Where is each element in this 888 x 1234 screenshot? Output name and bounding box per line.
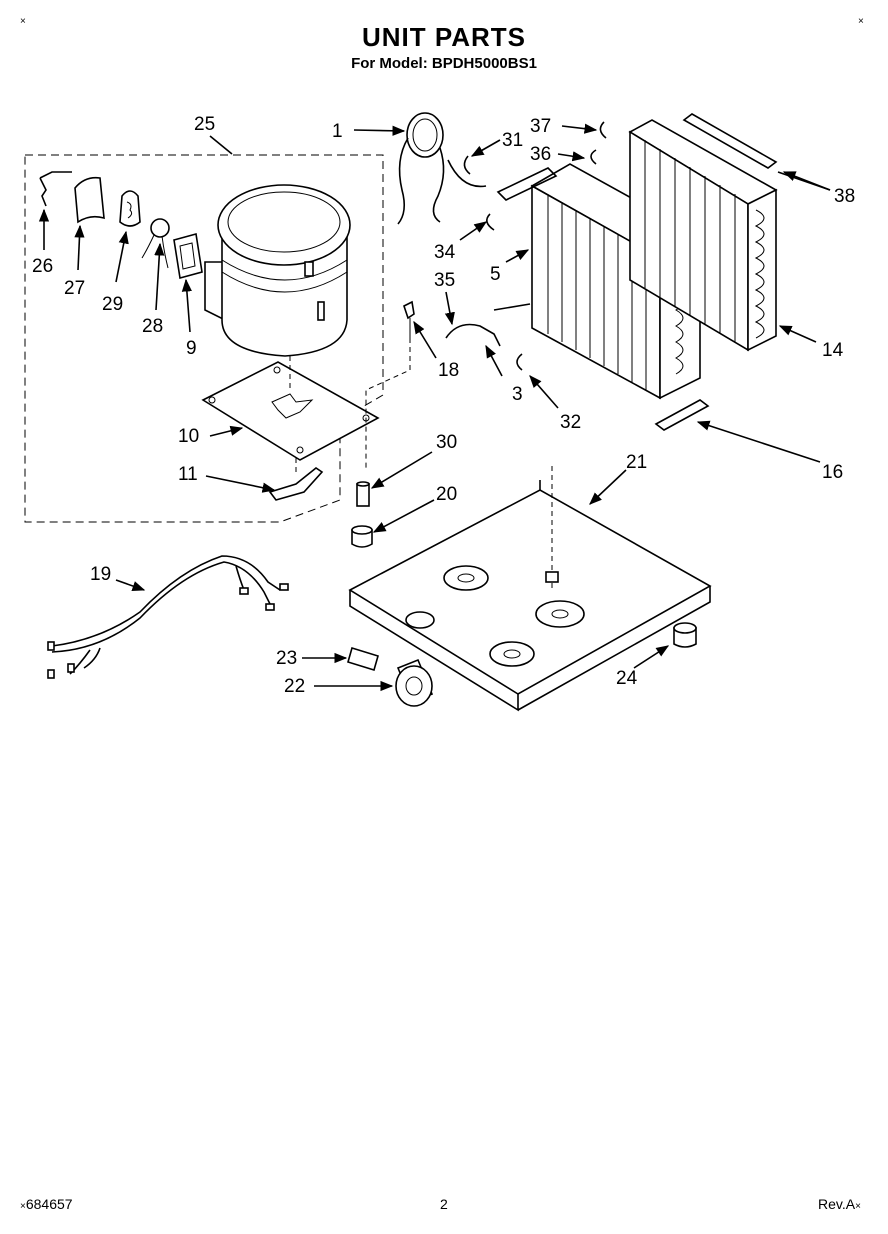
footer-mark: ×: [855, 1201, 861, 1212]
part-31-clip: [463, 155, 471, 175]
callout-29: 29: [102, 294, 123, 315]
part-16-bar: [654, 399, 710, 431]
callout-9: 9: [186, 338, 197, 359]
part-14-evaporator: [628, 119, 778, 352]
page-number: 2: [440, 1196, 448, 1212]
callout-10: 10: [178, 426, 199, 447]
part-27-cover: [74, 176, 105, 224]
callout-22: 22: [284, 676, 305, 697]
revision-label: Rev.A×: [818, 1196, 861, 1212]
callout-30: 30: [436, 432, 457, 453]
part-3-capillary: [445, 323, 501, 347]
callout-21: 21: [626, 452, 647, 473]
part-26-clip: [39, 171, 72, 207]
callout-11: 11: [178, 464, 198, 485]
part-19-wire-harness: [47, 555, 289, 679]
part-1-tube: [397, 112, 487, 225]
callout-24: 24: [616, 668, 638, 689]
registration-mark-top-left: ×: [20, 16, 26, 27]
part-18-screw: [403, 300, 415, 320]
callout-25: 25: [194, 114, 215, 135]
part-38-bar: [682, 113, 778, 169]
part-21-base-pan: [348, 466, 712, 712]
callout-23: 23: [276, 648, 297, 669]
callout-38: 38: [834, 186, 855, 207]
callout-28: 28: [142, 316, 163, 337]
callout-14: 14: [822, 340, 844, 361]
part-34-clip: [486, 213, 495, 231]
callout-27: 27: [64, 278, 85, 299]
part-23-bushing: [347, 646, 379, 672]
callout-1: 1: [332, 121, 343, 142]
part-9-gasket: [173, 232, 203, 280]
part-11-bracket: [268, 467, 324, 501]
callout-3: 3: [512, 384, 523, 405]
callout-19: 19: [90, 564, 111, 585]
callout-34: 34: [434, 242, 456, 263]
compressor-part: [204, 184, 351, 357]
callout-26: 26: [32, 256, 53, 277]
callout-5: 5: [490, 264, 501, 285]
callout-32: 32: [560, 412, 581, 433]
part-28-overload: [150, 218, 170, 238]
part-32-clip: [516, 353, 523, 371]
part-10-mounting-plate: [201, 361, 380, 461]
page-title: UNIT PARTS: [361, 22, 527, 52]
part-37-clip: [599, 121, 607, 139]
leader-lines: [38, 123, 831, 692]
callout-16: 16: [822, 462, 843, 483]
registration-mark-top-right: ×: [858, 16, 864, 27]
callout-labels: 1 3 5 9 10 11 14 16 18 19 20 21 22 23 24…: [32, 114, 855, 697]
callout-31: 31: [502, 130, 523, 151]
callout-18: 18: [438, 360, 459, 381]
part-30-spacer: [356, 483, 370, 507]
part-22-wheel: [395, 658, 434, 707]
callout-20: 20: [436, 484, 457, 505]
part-36-clip: [590, 149, 597, 165]
compressor-assembly-box: [24, 154, 384, 523]
footer-mark: ×: [20, 1201, 26, 1212]
callout-35: 35: [434, 270, 455, 291]
doc-number: ×684657: [20, 1196, 73, 1212]
callout-36: 36: [530, 144, 551, 165]
page-subtitle: For Model: BPDH5000BS1: [351, 55, 537, 72]
callout-37: 37: [530, 116, 551, 137]
part-29-gasket: [119, 190, 141, 227]
